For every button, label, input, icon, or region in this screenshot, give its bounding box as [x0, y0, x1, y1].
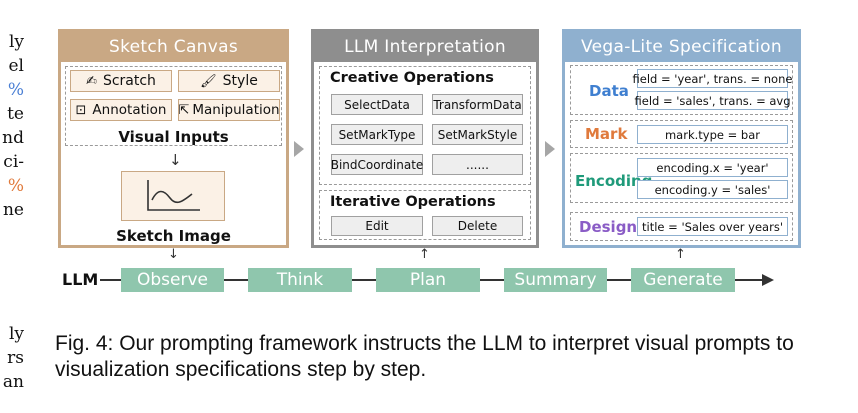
- data-field-sales: field = 'sales', trans. = avg: [635, 91, 791, 110]
- left-line: nd: [2, 128, 24, 148]
- left-line: rs: [7, 348, 24, 368]
- sketch-image: [121, 171, 225, 221]
- visual-inputs-group: [65, 66, 282, 146]
- step-summary: Summary: [504, 268, 607, 292]
- manipulation-chip: ⇱ Manipulation: [178, 99, 280, 121]
- manipulation-icon: ⇱: [178, 102, 190, 118]
- sketch-image-label: Sketch Image: [116, 227, 231, 245]
- op-transform-data: TransformData: [432, 94, 523, 115]
- step-plan: Plan: [376, 268, 480, 292]
- annotation-icon: ⊡: [75, 102, 87, 118]
- mark-label: Mark: [585, 125, 628, 143]
- op-select-data: SelectData: [331, 94, 423, 115]
- llm-pipeline-label: LLM: [62, 270, 99, 289]
- op-delete: Delete: [432, 216, 523, 236]
- arrow-right-icon: [294, 141, 304, 157]
- step-observe: Observe: [121, 268, 224, 292]
- style-label: Style: [222, 73, 258, 89]
- sketch-canvas-title: Sketch Canvas: [61, 32, 286, 62]
- visual-inputs-label: Visual Inputs: [118, 128, 229, 146]
- down-arrow-icon: ↓: [168, 247, 179, 262]
- scratch-icon: ✍: [86, 73, 97, 89]
- left-line: ly: [8, 324, 24, 344]
- sketch-canvas-panel: Sketch Canvas ✍ Scratch 🖌 Style ⊡ Annota…: [58, 29, 289, 248]
- annotation-label: Annotation: [92, 102, 167, 118]
- left-line: el: [8, 56, 25, 76]
- mark-field-type: mark.type = bar: [637, 125, 788, 144]
- encoding-field-y: encoding.y = 'sales': [637, 180, 788, 199]
- vega-lite-panel: Vega-Lite Specification Data field = 'ye…: [562, 29, 801, 248]
- op-edit: Edit: [331, 216, 423, 236]
- op-bind-coordinate: BindCoordinate: [331, 154, 423, 175]
- left-line: %: [7, 80, 24, 100]
- manipulation-label: Manipulation: [192, 102, 280, 118]
- left-line: ly: [8, 32, 24, 52]
- design-label: Design: [579, 218, 638, 236]
- mark-group: [570, 120, 793, 148]
- up-arrow-icon: ↑: [419, 247, 430, 262]
- vega-lite-title: Vega-Lite Specification: [565, 32, 798, 62]
- pipeline-arrowhead-icon: [762, 274, 774, 286]
- step-think: Think: [248, 268, 352, 292]
- down-arrow-icon: ↓: [169, 151, 182, 169]
- design-field-title: title = 'Sales over years': [637, 217, 788, 236]
- step-generate: Generate: [631, 268, 735, 292]
- iterative-operations-group: [319, 190, 531, 240]
- scratch-label: Scratch: [102, 73, 156, 89]
- style-icon: 🖌: [200, 73, 217, 89]
- design-group: [570, 212, 793, 241]
- llm-interpretation-title: LLM Interpretation: [314, 32, 536, 62]
- annotation-chip: ⊡ Annotation: [70, 99, 172, 121]
- op-more: ......: [432, 154, 523, 175]
- left-line: %: [7, 176, 24, 196]
- up-arrow-icon: ↑: [675, 247, 686, 262]
- data-group: [570, 65, 793, 115]
- op-set-mark-type: SetMarkType: [331, 124, 423, 145]
- style-chip: 🖌 Style: [178, 70, 280, 92]
- encoding-group: [570, 153, 793, 203]
- figure-caption: Fig. 4: Our prompting framework instruct…: [55, 332, 794, 381]
- iterative-operations-title: Iterative Operations: [330, 194, 496, 210]
- left-line: ci-: [3, 152, 24, 172]
- left-line: te: [7, 104, 24, 124]
- data-label: Data: [589, 82, 629, 100]
- data-field-year: field = 'year', trans. = none: [633, 69, 792, 88]
- llm-interpretation-panel: LLM Interpretation Creative Operations S…: [311, 29, 539, 248]
- creative-operations-group: [319, 66, 531, 185]
- left-line: ne: [2, 200, 24, 220]
- left-line: an: [2, 372, 24, 392]
- op-set-mark-style: SetMarkStyle: [432, 124, 523, 145]
- encoding-field-x: encoding.x = 'year': [637, 158, 788, 177]
- arrow-right-icon: [545, 141, 555, 157]
- encoding-label: Encoding: [575, 172, 653, 190]
- scratch-chip: ✍ Scratch: [70, 70, 172, 92]
- creative-operations-title: Creative Operations: [330, 70, 494, 86]
- sketch-line-chart-icon: [147, 180, 200, 211]
